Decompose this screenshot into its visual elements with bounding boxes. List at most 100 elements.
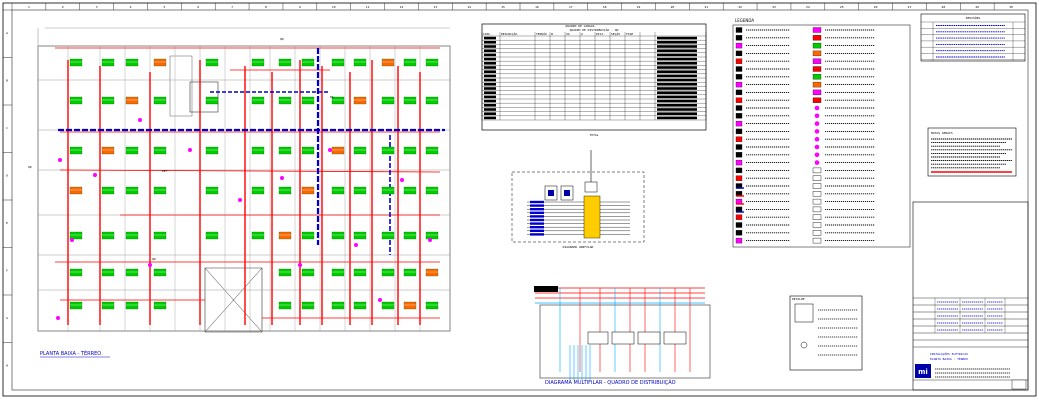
legend-symbol-icon <box>735 42 743 49</box>
zone-number: 26 <box>874 5 878 9</box>
legend-symbol-icon <box>735 136 743 142</box>
light-fixture-icon <box>381 268 395 277</box>
legend-symbol-icon <box>812 206 822 213</box>
schedule-cell-fill <box>484 36 496 40</box>
light-fixture-icon <box>125 146 139 155</box>
legend-symbol-icon <box>812 167 822 174</box>
zone-number: 4 <box>130 5 132 9</box>
light-fixture-icon <box>331 146 345 155</box>
light-fixture-icon <box>101 301 115 310</box>
legend-symbol-icon <box>814 113 820 119</box>
legend-symbol-icon <box>812 89 822 96</box>
legend-symbol-icon <box>812 42 822 49</box>
light-fixture-icon <box>425 146 439 155</box>
zone-letter: G <box>6 316 8 320</box>
legend-symbol-icon <box>812 35 822 41</box>
legend-symbol-icon <box>735 66 743 72</box>
schedule-cell-fill <box>484 45 496 48</box>
schedule-footer: TOTAL <box>589 133 598 137</box>
feeder-label <box>530 233 544 236</box>
schedule-cell-fill <box>484 91 496 94</box>
zone-number: 15 <box>501 5 505 9</box>
schedule-cell-fill <box>484 70 496 73</box>
detail-symbol-icon <box>800 341 808 349</box>
outlet-icon <box>188 148 192 152</box>
light-fixture-icon <box>301 96 315 105</box>
light-fixture-icon <box>425 231 439 240</box>
feeder-label <box>530 229 544 232</box>
light-fixture-icon <box>69 301 83 310</box>
schedule-cell-fill <box>484 41 496 44</box>
legend-symbol-icon <box>735 89 743 96</box>
legend-symbol-icon <box>814 160 820 165</box>
light-fixture-icon <box>403 301 417 310</box>
zone-letter: F <box>6 268 8 272</box>
schedule-cell-fill <box>484 112 496 115</box>
light-fixture-icon <box>101 58 115 67</box>
light-fixture-icon <box>153 301 167 310</box>
schedule-cell-fill <box>484 95 496 99</box>
sheet-name: PLANTA BAIXA - TÉRREO <box>930 356 968 361</box>
outlet-icon <box>70 238 74 242</box>
zone-number: 19 <box>637 5 641 9</box>
light-fixture-icon <box>251 231 265 240</box>
schedule-cell-fill <box>657 91 697 94</box>
light-fixture-icon <box>69 58 83 67</box>
outlet-icon <box>400 178 404 182</box>
light-fixture-icon <box>69 146 83 155</box>
room-label: QD <box>28 165 32 169</box>
multiline-diagram: DIAGRAMA MULTIFILAR - QUADRO DE DISTRIBU… <box>534 286 711 386</box>
meter-icon <box>548 190 554 196</box>
breaker-block <box>663 331 687 345</box>
schedule-cell-fill <box>657 45 697 48</box>
circuit-run <box>59 169 441 173</box>
light-fixture-icon <box>353 301 367 310</box>
zone-number: 28 <box>942 5 946 9</box>
legend-symbol-icon <box>814 105 820 111</box>
schedule-cell-fill <box>657 112 697 115</box>
light-fixture-icon <box>153 58 167 67</box>
project-title: INSTALAÇÕES ELÉTRICAS <box>930 351 968 356</box>
light-fixture-icon <box>125 301 139 310</box>
riser-diagram: DIAGRAMA UNIFILAR <box>511 150 645 249</box>
light-fixture-icon <box>278 231 292 240</box>
logo-text: mi <box>918 368 928 376</box>
feeder-label <box>530 204 544 207</box>
zone-letter: B <box>6 78 8 82</box>
light-fixture-icon <box>301 146 315 155</box>
light-fixture-icon <box>331 268 345 277</box>
zone-letter: A <box>6 31 8 35</box>
legend-symbol-icon <box>735 50 743 57</box>
light-fixture-icon <box>403 146 417 155</box>
light-fixture-icon <box>278 301 292 310</box>
zone-letter: H <box>6 363 8 367</box>
light-fixture-icon <box>125 231 139 240</box>
zone-number: 21 <box>704 5 708 9</box>
schedule-cell-fill <box>484 66 496 69</box>
light-fixture-icon <box>425 301 439 310</box>
legend-symbol-icon <box>812 183 822 189</box>
light-fixture-icon <box>301 58 315 67</box>
revisions-table: REVISÕES <box>920 13 1026 62</box>
legend-symbol-icon <box>735 113 743 119</box>
light-fixture-icon <box>353 186 367 195</box>
legend-symbol-icon <box>735 175 743 181</box>
outlet-icon <box>328 148 332 152</box>
schedule-cell-fill <box>657 95 697 99</box>
light-fixture-icon <box>403 186 417 195</box>
light-fixture-icon <box>403 231 417 240</box>
feeder-label <box>530 200 544 204</box>
light-fixture-icon <box>331 96 345 105</box>
legend-symbol-icon <box>735 120 743 127</box>
breaker-block <box>611 331 635 345</box>
schedule-header: DISJ. <box>596 32 605 36</box>
zone-number: 9 <box>299 5 301 9</box>
schedule-title: QUADRO DE CARGAS <box>566 24 595 28</box>
schedule-cell-fill <box>484 116 496 120</box>
light-fixture-icon <box>101 231 115 240</box>
feeder-label <box>530 222 544 225</box>
legend-symbol-icon <box>812 27 822 33</box>
